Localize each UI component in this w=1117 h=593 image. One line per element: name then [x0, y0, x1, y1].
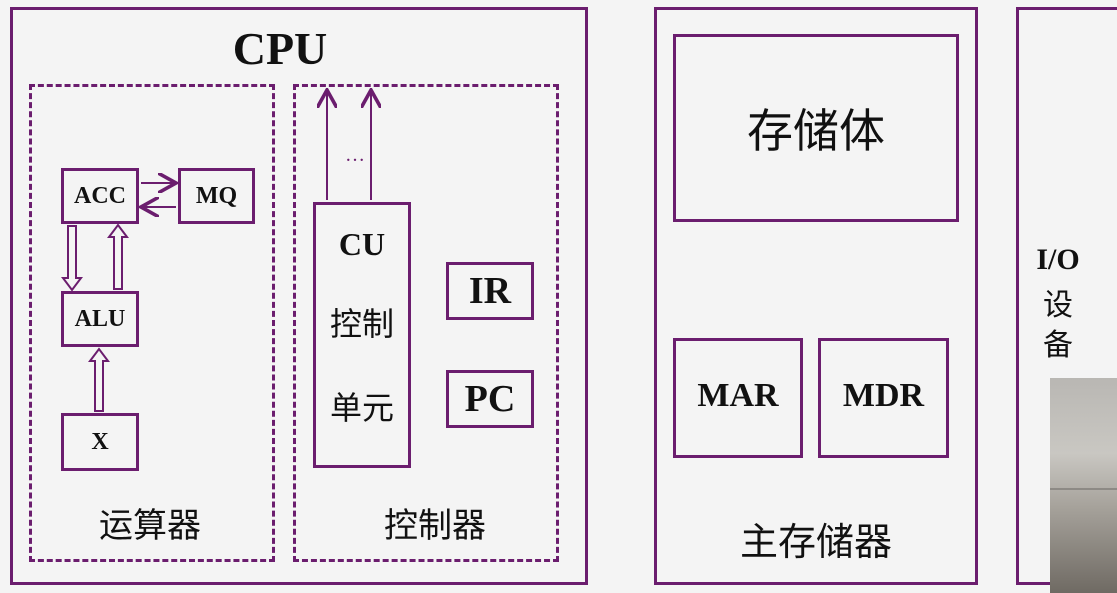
- io-label-line1: I/O: [1036, 243, 1080, 276]
- cu-label-line2: 控制: [329, 305, 394, 343]
- cpu-box: [10, 7, 588, 585]
- mar-label: MAR: [697, 377, 779, 414]
- cu-signal-ellipsis: …: [345, 143, 365, 166]
- pc-label: PC: [464, 378, 516, 420]
- x-label: X: [91, 428, 109, 455]
- main-memory-label: 主存储器: [739, 519, 892, 564]
- mdr-label: MDR: [842, 377, 925, 414]
- acc-label: ACC: [74, 182, 126, 209]
- mdr-register: [818, 338, 949, 458]
- cu-label-line1: CU: [338, 225, 386, 262]
- cu-box: [313, 202, 411, 468]
- io-label-line3: 备: [1043, 328, 1073, 363]
- controller-label: 控制器: [384, 505, 486, 546]
- mar-register: [673, 338, 803, 458]
- acc-register: [61, 168, 139, 224]
- alu-box: [61, 291, 139, 347]
- storage-body-box: [673, 34, 959, 222]
- alu-label: ALU: [74, 305, 126, 332]
- mq-label: MQ: [195, 182, 238, 209]
- pc-register: [446, 370, 534, 428]
- cpu-title: CPU: [232, 22, 328, 74]
- arithmetic-unit-box: [29, 84, 275, 562]
- arithmetic-unit-label: 运算器: [99, 505, 201, 546]
- ir-register: [446, 262, 534, 320]
- storage-body-label: 存储体: [747, 104, 885, 158]
- x-register: [61, 413, 139, 471]
- mq-register: [178, 168, 255, 224]
- main-memory-box: [654, 7, 978, 585]
- controller-box: [293, 84, 559, 562]
- ir-label: IR: [468, 270, 512, 312]
- webcam-overlay: [1050, 378, 1117, 593]
- io-label-line2: 设: [1043, 288, 1073, 323]
- cu-label-line3: 单元: [329, 389, 394, 427]
